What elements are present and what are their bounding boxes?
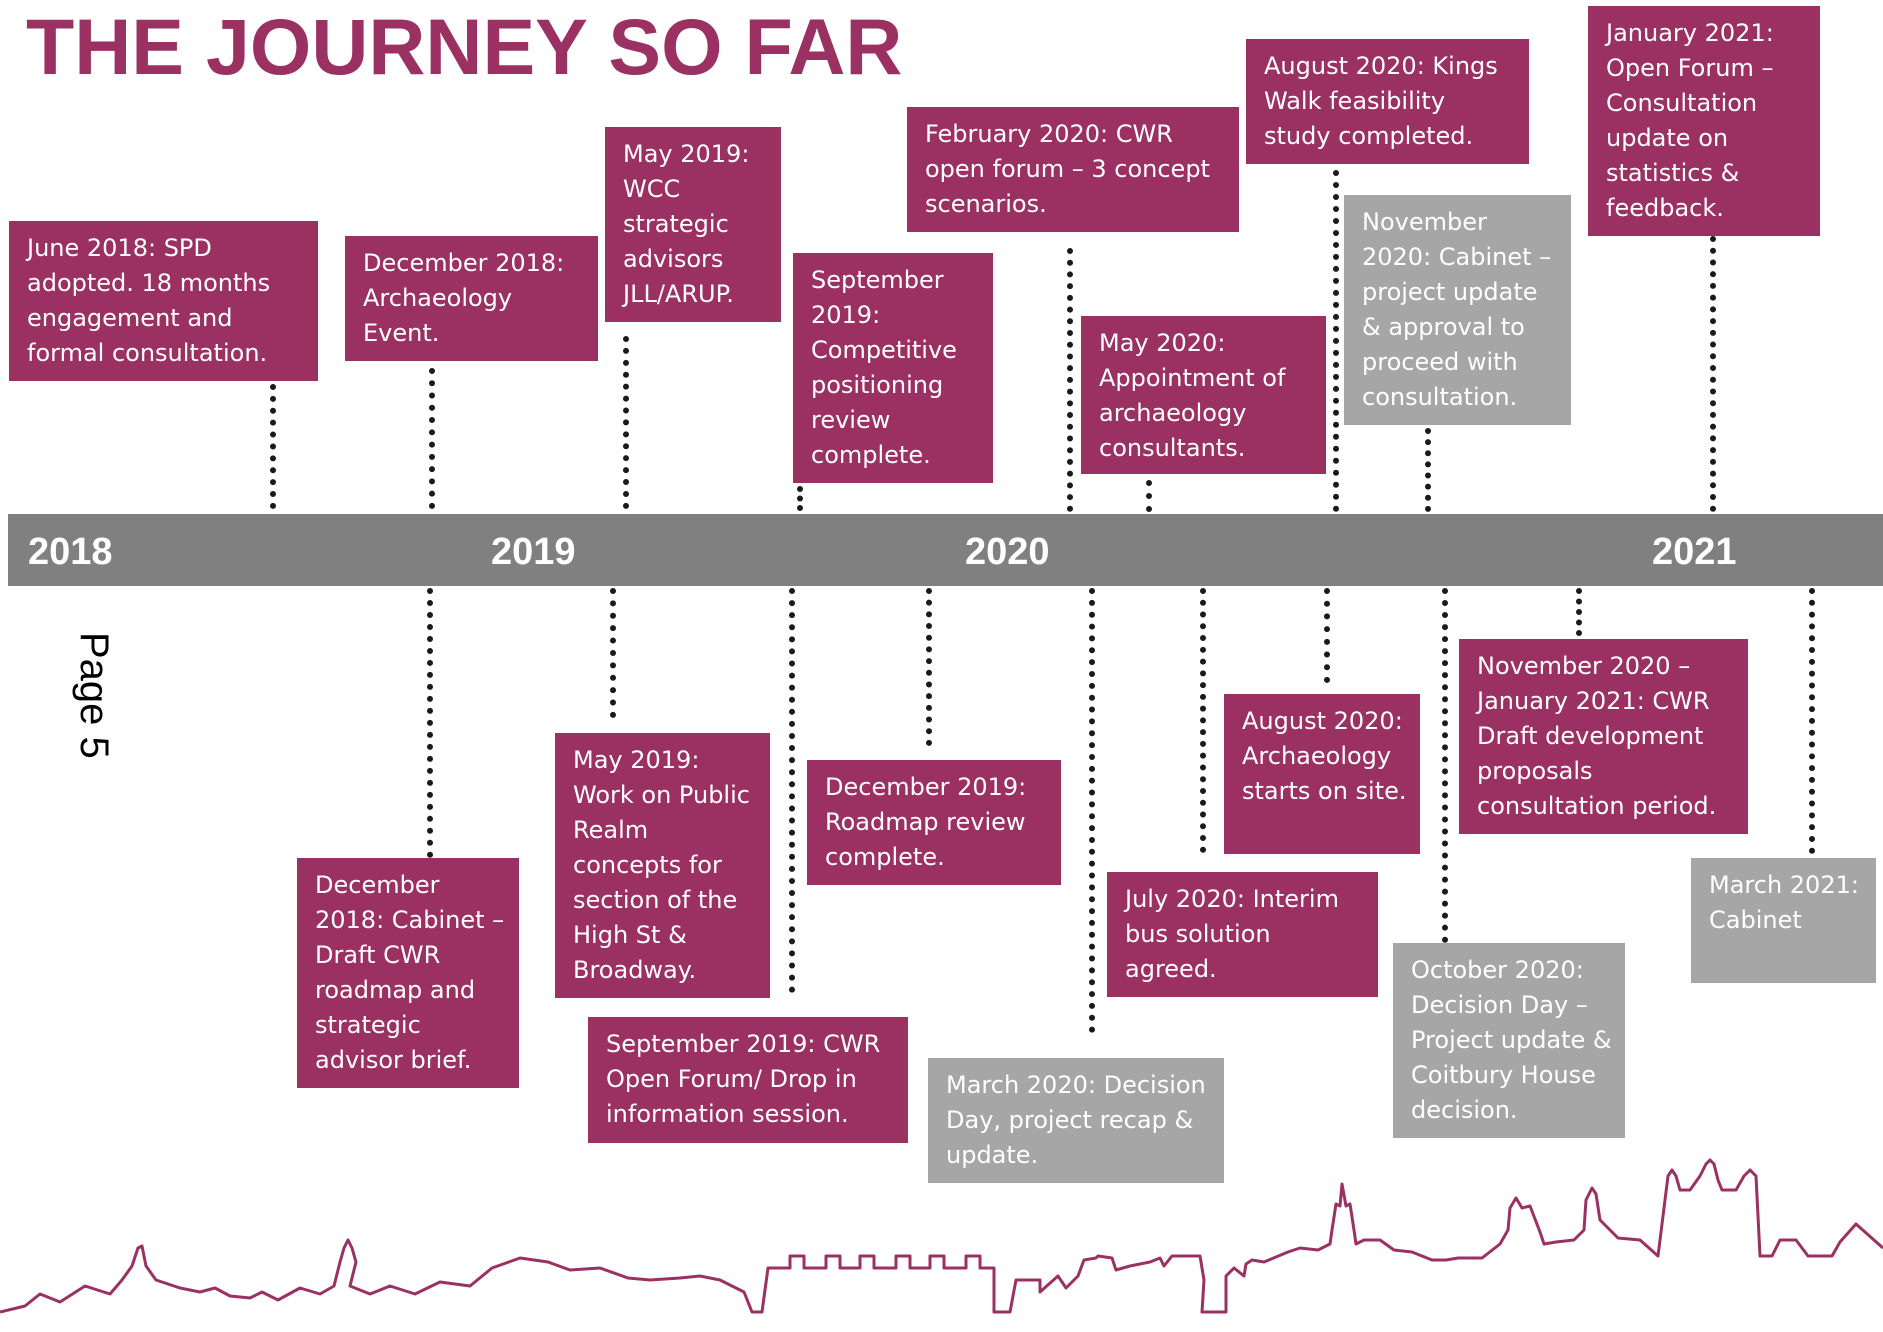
connector	[1200, 588, 1206, 853]
connector	[610, 588, 616, 718]
event-box-december-2019-roadmap: December 2019: Roadmap review complete.	[807, 760, 1061, 885]
page-number: Page 5	[72, 632, 116, 759]
connector	[1089, 588, 1095, 1033]
event-box-may-2020-consultants: May 2020: Appointment of archaeology con…	[1081, 316, 1326, 474]
connector	[270, 384, 276, 509]
event-box-august-2020-kings-walk: August 2020: Kings Walk feasibility stud…	[1246, 39, 1529, 164]
event-box-may-2019-public-realm: May 2019: Work on Public Realm concepts …	[555, 733, 770, 998]
event-box-august-2020-archaeology: August 2020: Archaeology starts on site.	[1224, 694, 1420, 854]
connector	[1442, 588, 1448, 943]
connector	[1576, 588, 1582, 636]
connector	[1324, 588, 1330, 683]
skyline-outline	[0, 1158, 1883, 1314]
timeline-bar	[8, 514, 1883, 586]
connector	[427, 588, 433, 858]
year-label-2020: 2020	[965, 531, 1050, 573]
event-box-july-2020-bus: July 2020: Interim bus solution agreed.	[1107, 872, 1378, 997]
event-box-december-2018-archaeology: December 2018: Archaeology Event.	[345, 236, 598, 361]
event-box-march-2021-cabinet: March 2021: Cabinet	[1691, 858, 1876, 983]
event-box-november-2020-consultation: November 2020 – January 2021: CWR Draft …	[1459, 639, 1748, 834]
event-box-november-2020-cabinet: November 2020: Cabinet – project update …	[1344, 195, 1571, 425]
connector	[1067, 248, 1073, 512]
connector	[1425, 428, 1431, 512]
connector	[623, 336, 629, 509]
connector	[429, 368, 435, 509]
event-box-december-2018-cabinet: December 2018: Cabinet – Draft CWR roadm…	[297, 858, 519, 1088]
event-box-june-2018: June 2018: SPD adopted. 18 months engage…	[9, 221, 318, 381]
connector	[1146, 480, 1152, 512]
connector	[1710, 236, 1716, 512]
event-box-october-2020-decision-day: October 2020: Decision Day – Project upd…	[1393, 943, 1625, 1138]
event-box-march-2020-decision-day: March 2020: Decision Day, project recap …	[928, 1058, 1224, 1183]
event-box-may-2019-advisors: May 2019: WCC strategic advisors JLL/ARU…	[605, 127, 781, 322]
connector	[1809, 588, 1815, 854]
connector	[789, 588, 795, 993]
event-box-january-2021-forum: January 2021: Open Forum – Consultation …	[1588, 6, 1820, 236]
event-box-february-2020-forum: February 2020: CWR open forum – 3 concep…	[907, 107, 1239, 232]
year-label-2021: 2021	[1652, 531, 1737, 573]
city-skyline-illustration	[0, 1158, 1883, 1314]
connector	[1333, 170, 1339, 512]
page-title: THE JOURNEY SO FAR	[26, 2, 903, 91]
event-box-september-2019-review: September 2019: Competitive positioning …	[793, 253, 993, 483]
year-label-2019: 2019	[491, 531, 576, 573]
event-box-september-2019-open-forum: September 2019: CWR Open Forum/ Drop in …	[588, 1017, 908, 1143]
connector	[797, 486, 803, 511]
connector	[926, 588, 932, 746]
year-label-2018: 2018	[28, 531, 113, 573]
